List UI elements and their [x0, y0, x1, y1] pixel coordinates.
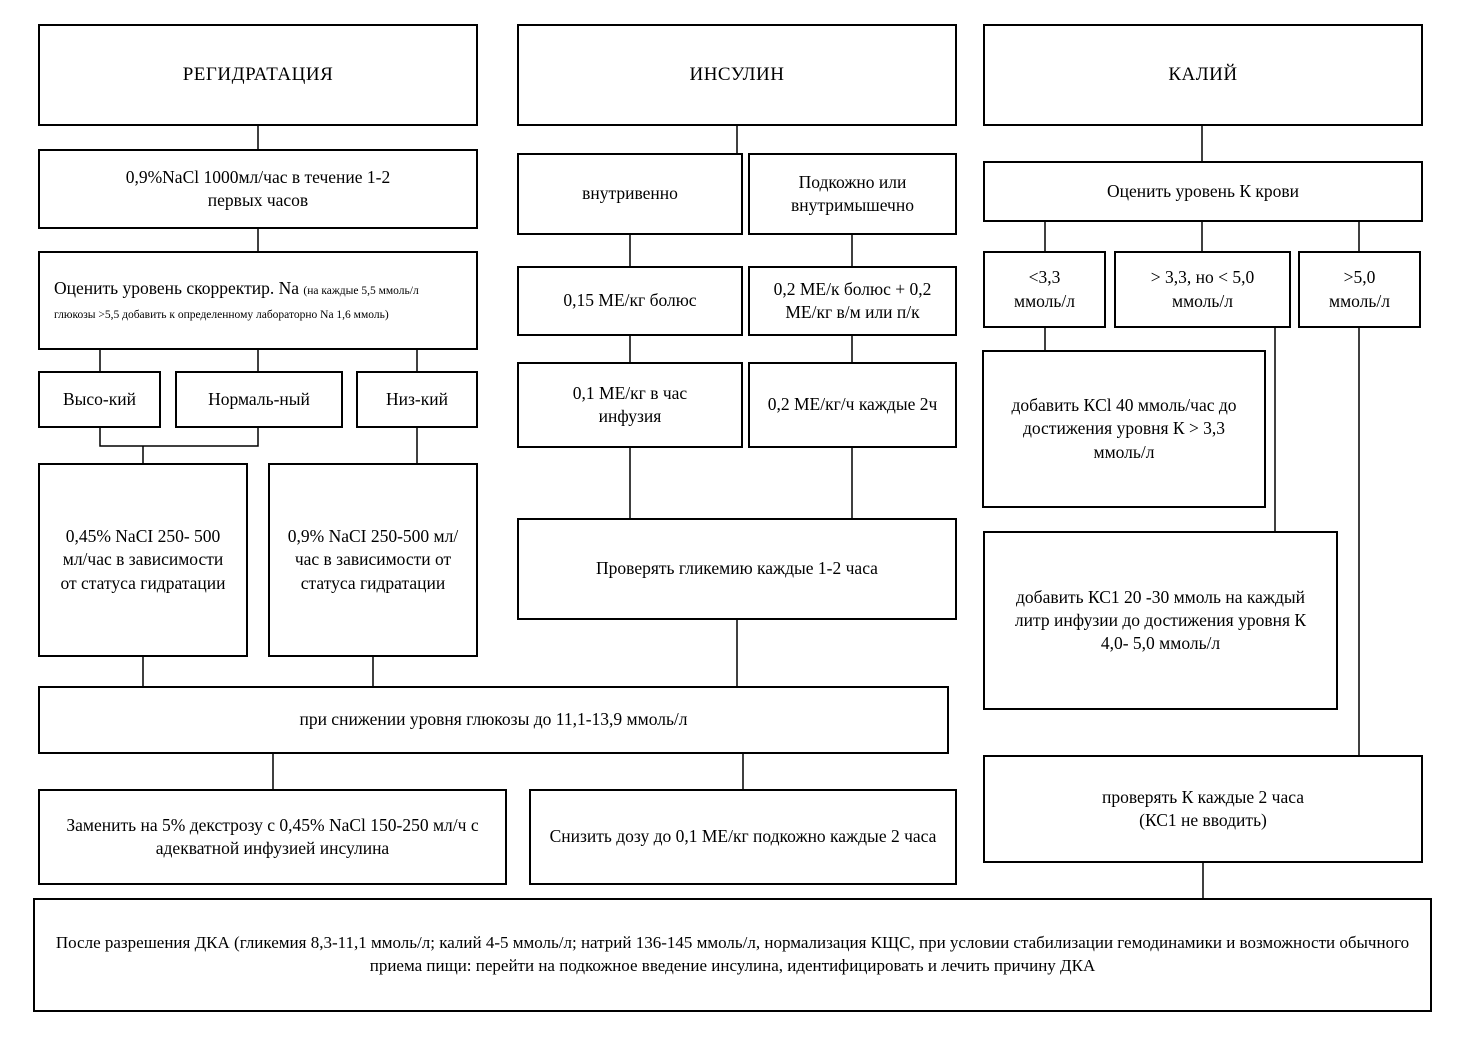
sodium-high-text: Высо-кий [62, 388, 136, 409]
insulin-iv-box: внутривенно [517, 153, 743, 235]
insulin-sc-im-text: Подкожно или внутримышечно [791, 171, 914, 215]
glucose-drop-text: при снижении уровня глюкозы до 11,1-13,9… [299, 709, 688, 730]
dka-resolution-box: После разрешения ДКА (гликемия 8,3-11,1 … [33, 898, 1432, 1012]
check-potassium-content: проверять К каждые 2 часа (КС1 не вводит… [1102, 786, 1304, 833]
dka-resolution-text: После разрешения ДКА (гликемия 8,3-11,1 … [55, 933, 1410, 975]
sodium-normal-box: Нормаль-ный [175, 371, 343, 428]
sodium-normal-text: Нормаль-ный [208, 388, 310, 409]
replace-dextrose-text: Заменить на 5% декстрозу с 0,45% NaCl 15… [66, 814, 479, 858]
connector [99, 428, 259, 447]
glucose-drop-box: при снижении уровня глюкозы до 11,1-13,9… [38, 686, 949, 754]
check-potassium-note: (КС1 не вводить) [1139, 810, 1267, 830]
sodium-assess-main: Оценить уровень скорректир. Na [54, 278, 299, 299]
add-kcl-20-30-text: добавить КС1 20 -30 ммоль на каждый литр… [1014, 586, 1307, 654]
potassium-high-text: >5,0 ммоль/л [1329, 267, 1390, 311]
insulin-iv-text: внутривенно [582, 183, 678, 204]
insulin-iv-bolus-box: 0,15 МЕ/кг болюс [517, 266, 743, 336]
nacl-045-box: 0,45% NaCI 250- 500 мл/час в зависимости… [38, 463, 248, 657]
rehydration-initial-box: 0,9%NaCl 1000мл/час в течение 1-2 первых… [38, 149, 478, 229]
insulin-sc-bolus-box: 0,2 МЕ/к болюс + 0,2 МЕ/кг в/м или п/к [748, 266, 957, 336]
potassium-assess-box: Оценить уровень К крови [983, 161, 1423, 222]
potassium-mid-box: > 3,3, но < 5,0 ммоль/л [1114, 251, 1291, 328]
insulin-header: ИНСУЛИН [517, 24, 957, 126]
sodium-assess-note: (на каждые 5,5 ммоль/л глюкозы >5,5 доба… [54, 285, 419, 321]
sodium-high-box: Высо-кий [38, 371, 161, 428]
rehydration-header-text: РЕГИДРАТАЦИЯ [182, 64, 334, 86]
potassium-low-text: <3,3 ммоль/л [1014, 267, 1075, 311]
sodium-assess-content: Оценить уровень скорректир. Na (на кажды… [54, 277, 462, 324]
insulin-iv-infusion-text: 0,1 МЕ/кг в час инфузия [572, 382, 688, 426]
potassium-low-box: <3,3 ммоль/л [983, 251, 1106, 328]
add-kcl-20-30-box: добавить КС1 20 -30 ммоль на каждый литр… [983, 531, 1338, 710]
potassium-header-text: КАЛИЙ [1168, 64, 1238, 86]
insulin-iv-infusion-box: 0,1 МЕ/кг в час инфузия [517, 362, 743, 448]
nacl-09-box: 0,9% NaCI 250-500 мл/час в зависимости о… [268, 463, 478, 657]
sodium-assess-box: Оценить уровень скорректир. Na (на кажды… [38, 251, 478, 350]
reduce-dose-box: Снизить дозу до 0,1 МЕ/кг подкожно кажды… [529, 789, 957, 885]
check-potassium-text: проверять К каждые 2 часа [1102, 786, 1304, 807]
potassium-high-box: >5,0 ммоль/л [1298, 251, 1421, 328]
potassium-assess-text: Оценить уровень К крови [1106, 180, 1300, 201]
check-potassium-box: проверять К каждые 2 часа (КС1 не вводит… [983, 755, 1423, 863]
replace-dextrose-box: Заменить на 5% декстрозу с 0,45% NaCl 15… [38, 789, 507, 885]
potassium-mid-text: > 3,3, но < 5,0 ммоль/л [1150, 267, 1255, 311]
add-kcl-40-text: добавить КCl 40 ммоль/час до достижения … [1011, 395, 1237, 462]
insulin-header-text: ИНСУЛИН [689, 64, 785, 86]
rehydration-initial-text: 0,9%NaCl 1000мл/час в течение 1-2 первых… [125, 166, 391, 210]
check-glycemia-box: Проверять гликемию каждые 1-2 часа [517, 518, 957, 620]
sodium-low-box: Низ-кий [356, 371, 478, 428]
insulin-sc-repeat-box: 0,2 МЕ/кг/ч каждые 2ч [748, 362, 957, 448]
insulin-iv-bolus-text: 0,15 МЕ/кг болюс [563, 290, 697, 311]
check-glycemia-text: Проверять гликемию каждые 1-2 часа [596, 558, 878, 579]
insulin-sc-bolus-text: 0,2 МЕ/к болюс + 0,2 МЕ/кг в/м или п/к [773, 278, 932, 322]
nacl-09-text: 0,9% NaCI 250-500 мл/час в зависимости о… [287, 526, 459, 593]
add-kcl-40-box: добавить КCl 40 ммоль/час до достижения … [982, 350, 1266, 508]
potassium-header: КАЛИЙ [983, 24, 1423, 126]
nacl-045-text: 0,45% NaCI 250- 500 мл/час в зависимости… [60, 526, 226, 593]
insulin-sc-repeat-text: 0,2 МЕ/кг/ч каждые 2ч [767, 394, 938, 415]
insulin-sc-im-box: Подкожно или внутримышечно [748, 153, 957, 235]
sodium-low-text: Низ-кий [386, 388, 448, 409]
reduce-dose-text: Снизить дозу до 0,1 МЕ/кг подкожно кажды… [549, 826, 937, 847]
rehydration-header: РЕГИДРАТАЦИЯ [38, 24, 478, 126]
